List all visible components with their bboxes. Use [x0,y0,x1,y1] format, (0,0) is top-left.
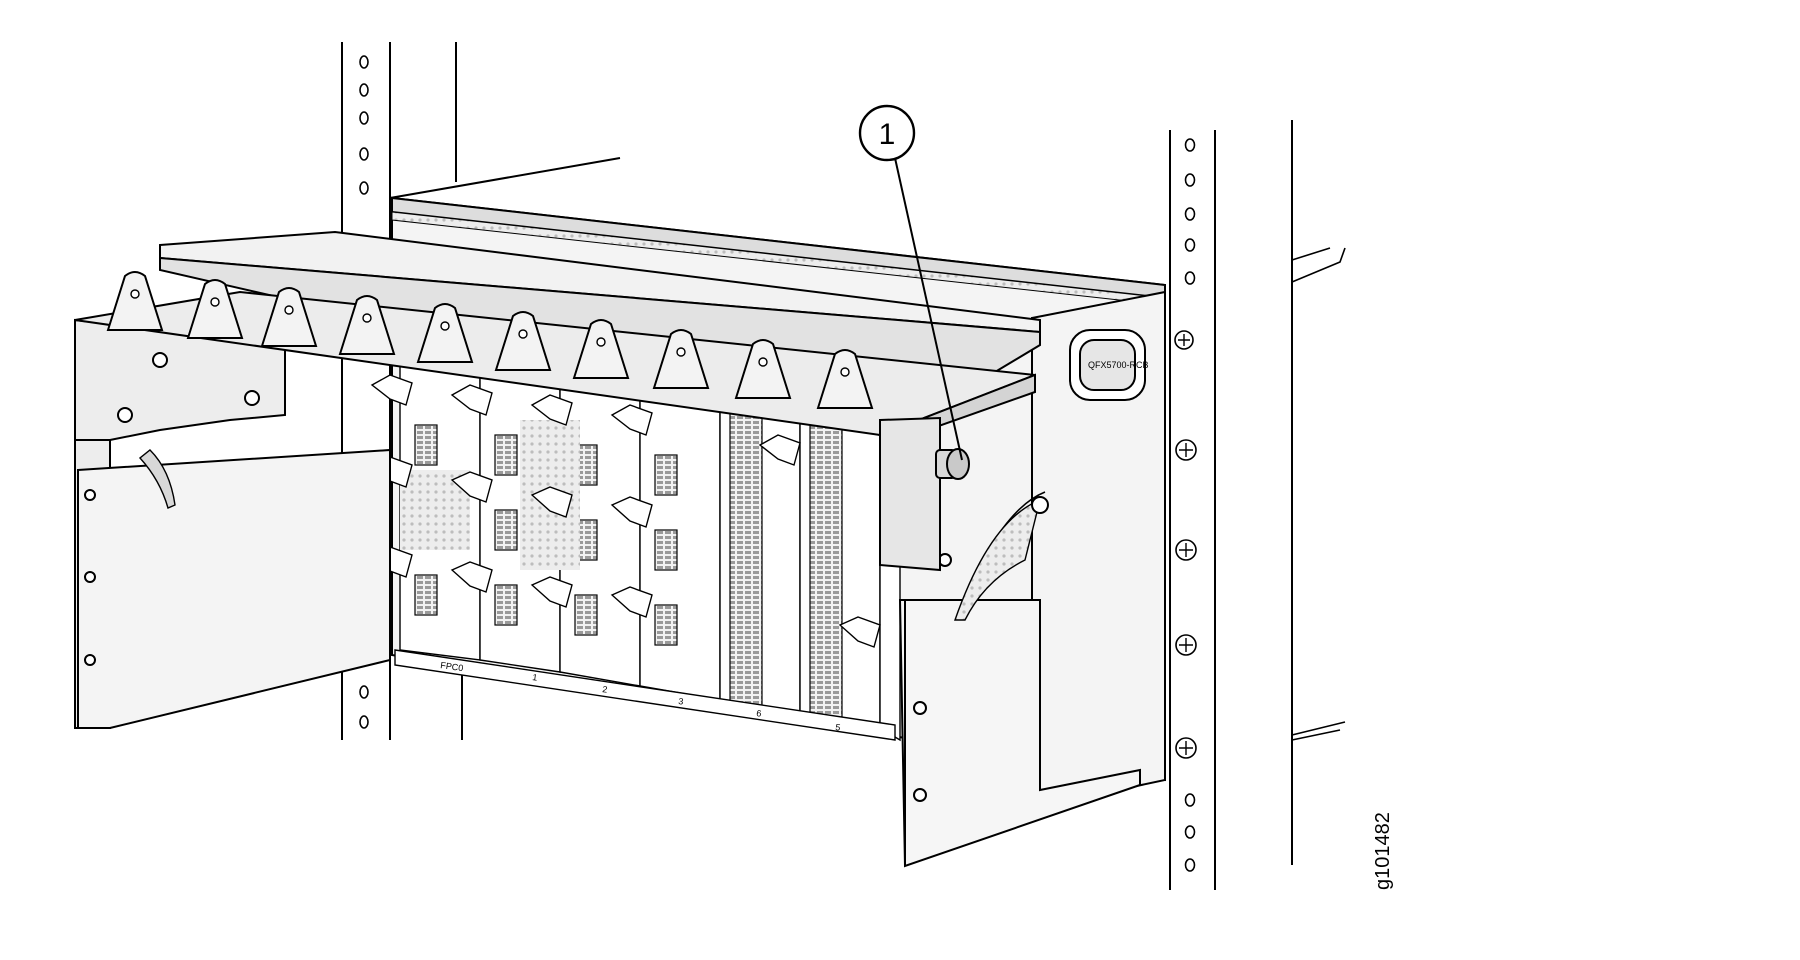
right-rack-rail [1169,120,1346,890]
captive-thumbscrew [935,448,970,480]
chassis-model-label: QFX5700-RCB [1088,360,1149,370]
cable-manager-right-bracket [898,491,1141,868]
callout-1: 1 [858,104,963,461]
fpc-label-6: 6 [756,708,762,719]
fpc-label-2: 2 [602,684,608,695]
cable-fingers [106,271,874,409]
fpc-label-5: 5 [835,722,841,733]
callout-1-number: 1 [879,118,896,151]
fpc-label-3: 3 [678,696,684,707]
left-rack-side-lines [389,157,621,199]
fpc-label-0: FPC0 [440,660,464,673]
fpc-slot-labels: FPC0 1 2 3 6 5 [440,660,841,733]
callout-1-leader [894,157,963,461]
fpc-label-1: 1 [532,672,538,683]
right-mounting-ear: QFX5700-RCB [1031,290,1197,810]
callout-1-circle [858,104,916,162]
cable-manager [74,230,1041,729]
fpc-ejector-levers [370,374,881,648]
figure-id: g101482 [1372,812,1394,890]
